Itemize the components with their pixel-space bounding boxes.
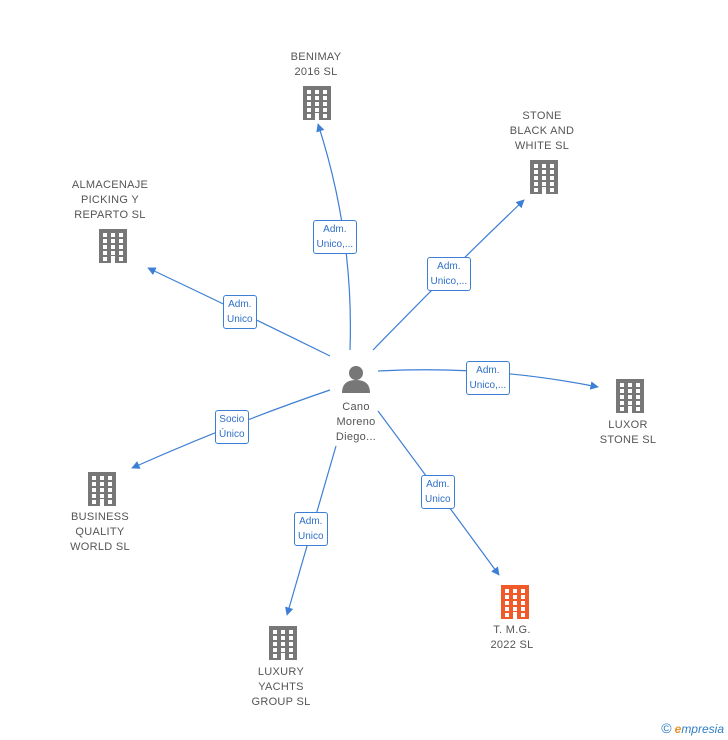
building-icon[interactable] — [501, 585, 529, 619]
building-icon[interactable] — [616, 379, 644, 413]
person-icon[interactable] — [342, 366, 370, 393]
role-label-tmg: Adm. Unico — [421, 475, 455, 509]
person-name-label[interactable]: Cano Moreno Diego... — [335, 401, 377, 443]
role-label-stone: Adm. Unico,... — [426, 257, 472, 291]
building-icon[interactable] — [99, 229, 127, 263]
company-name-business[interactable]: BUSINESS QUALITY WORLD SL — [70, 511, 130, 553]
building-icon[interactable] — [303, 86, 331, 120]
company-name-almacenaje[interactable]: ALMACENAJE PICKING Y REPARTO SL — [71, 179, 149, 221]
company-name-luxury[interactable]: LUXURY YACHTS GROUP SL — [251, 666, 311, 708]
company-name-luxor[interactable]: LUXOR STONE SL — [599, 419, 657, 446]
building-icon[interactable] — [530, 160, 558, 194]
role-label-benimay: Adm. Unico,... — [312, 220, 358, 254]
role-label-business: Socio Único — [215, 410, 249, 444]
company-name-tmg[interactable]: T. M.G. 2022 SL — [490, 624, 534, 651]
company-name-stone[interactable]: STONE BLACK AND WHITE SL — [509, 110, 575, 152]
copyright-symbol: © — [661, 720, 672, 736]
role-label-almacenaje: Adm. Unico — [223, 295, 257, 329]
brand-initial: e — [674, 722, 682, 736]
building-icon[interactable] — [88, 472, 116, 506]
role-label-luxor: Adm. Unico,... — [465, 361, 511, 395]
company-name-benimay[interactable]: BENIMAY 2016 SL — [290, 51, 342, 78]
role-label-luxury: Adm. Unico — [294, 512, 328, 546]
building-icon[interactable] — [269, 626, 297, 660]
empresia-logo: ©empresia — [661, 720, 724, 736]
brand-name: mpresia — [681, 722, 724, 736]
